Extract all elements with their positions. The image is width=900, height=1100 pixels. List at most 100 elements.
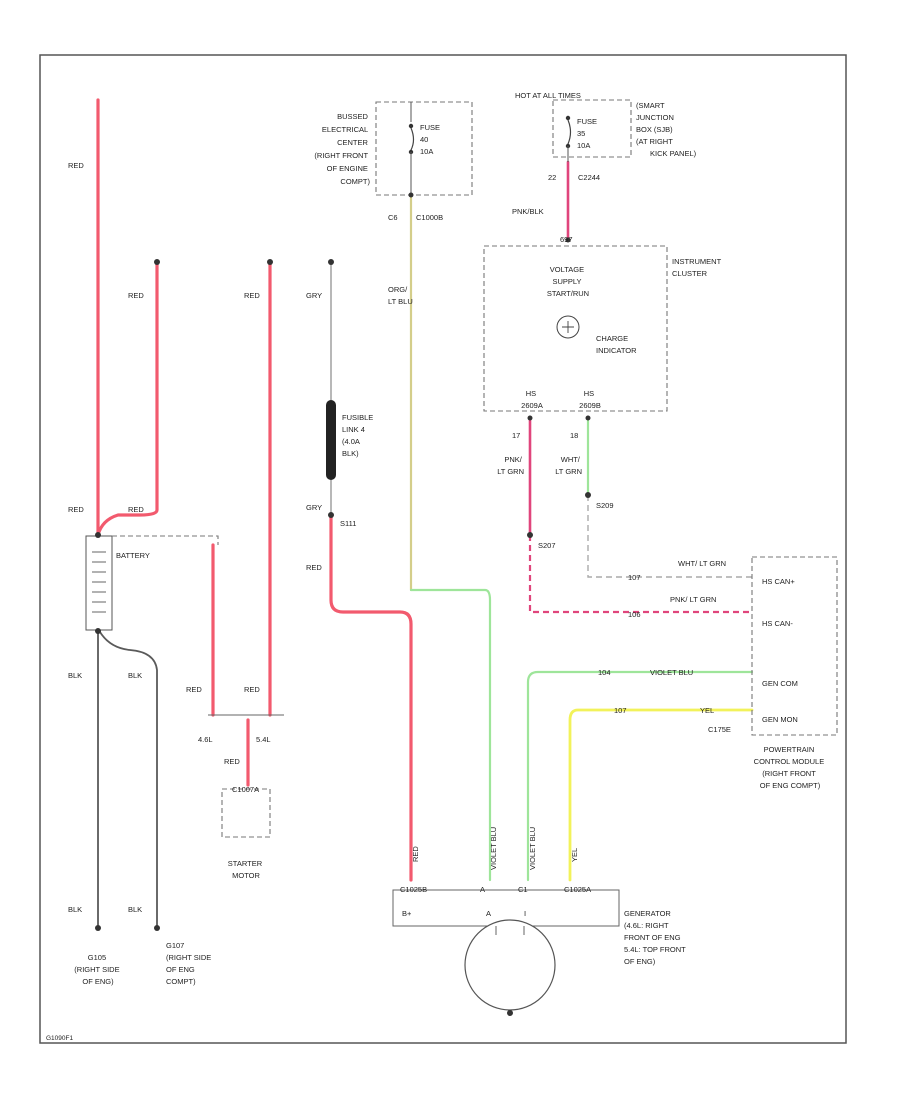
label-pin-18: 18 xyxy=(570,431,578,440)
label-blk-1: BLK xyxy=(68,671,82,680)
label-hs-can-plus: HS CAN+ xyxy=(762,577,795,586)
label-s209: S209 xyxy=(596,501,614,510)
label-pin-22: 22 xyxy=(548,173,556,182)
label-gry-2: GRY xyxy=(306,503,322,512)
label-wht-ltgrn-pcm: WHT/ LT GRN xyxy=(678,559,726,568)
label-blk-2: BLK xyxy=(128,671,142,680)
wire-red-battery-aux xyxy=(96,260,159,537)
fuse-35-term-top xyxy=(565,115,571,121)
smart-junction-box xyxy=(552,99,632,158)
label-pnk-blk: PNK/BLK xyxy=(512,207,544,216)
terminal-red-starter xyxy=(267,259,273,265)
label-gry-1: GRY xyxy=(306,291,322,300)
label-c2244: C2244 xyxy=(578,173,600,182)
label-pnk-ltgrn: PNK/ LT GRN xyxy=(497,455,524,476)
label-c6: C6 xyxy=(388,213,398,222)
label-violet-blu-pcm: VIOLET BLU xyxy=(650,668,693,677)
battery-body xyxy=(85,535,113,631)
fusible-link xyxy=(326,400,336,480)
splice-s209 xyxy=(585,492,591,498)
wire-violet-blu-gen-a xyxy=(409,588,492,882)
battery-cells xyxy=(92,551,106,613)
label-generator: GENERATOR (4.6L: RIGHT FRONT OF ENG 5.4L… xyxy=(624,909,688,966)
wire-red-generator-bplus xyxy=(329,513,413,882)
generator-ground xyxy=(507,1010,513,1016)
instrument-cluster-box xyxy=(483,245,668,412)
label-pin-107: 107 xyxy=(628,573,641,582)
label-gen-pin-a: A xyxy=(480,885,485,894)
ground-g105 xyxy=(95,925,101,931)
label-gen-mon: GEN MON xyxy=(762,715,798,724)
label-instrument-cluster: INSTRUMENT CLUSTER xyxy=(672,257,723,278)
label-red-3: RED xyxy=(244,291,260,300)
label-c175e: C175E xyxy=(708,725,731,734)
label-fusible-link: FUSIBLE LINK 4 (4.0A BLK) xyxy=(342,413,375,458)
label-c1000b: C1000B xyxy=(416,213,443,222)
label-g107: G107 (RIGHT SIDE OF ENG COMPT) xyxy=(166,941,213,986)
label-pin-17: 17 xyxy=(512,431,520,440)
label-pnk-ltgrn-pcm: PNK/ LT GRN xyxy=(670,595,716,604)
splice-s207 xyxy=(527,532,533,538)
label-gen-pin-c1: C1 xyxy=(518,885,528,894)
label-blk-4: BLK xyxy=(128,905,142,914)
generator-body xyxy=(464,919,556,1011)
battery-enclosure-dash xyxy=(112,535,219,545)
label-hs-2609b: HS 2609B xyxy=(579,389,601,410)
label-red-1: RED xyxy=(68,161,84,170)
label-red-6: RED xyxy=(306,563,322,572)
label-red-gen: RED xyxy=(411,846,420,862)
label-yel-gen: YEL xyxy=(570,848,579,862)
label-s207: S207 xyxy=(538,541,556,550)
label-gen-pin-c1025b: C1025B xyxy=(400,885,427,894)
label-gen-term-bplus: B+ xyxy=(402,909,412,918)
label-voltage-supply: VOLTAGE SUPPLY START/RUN xyxy=(547,265,589,298)
label-s111: S111 xyxy=(340,519,356,528)
wire-yel-gen-mon xyxy=(568,708,754,882)
connector-hs-2609a xyxy=(527,415,533,421)
connector-hs-2609b xyxy=(585,415,591,421)
terminal-red-aux xyxy=(154,259,160,265)
wire-blk-g107 xyxy=(99,631,158,926)
label-gen-term-a: A xyxy=(486,909,491,918)
label-red-5: RED xyxy=(128,505,144,514)
battery-positive-terminal xyxy=(95,532,101,538)
pcm-box xyxy=(751,556,838,736)
connector-c6 xyxy=(408,192,414,198)
label-c1007a: C1007A xyxy=(232,785,259,794)
label-pin-104: 104 xyxy=(598,668,611,677)
label-charge-indicator: CHARGE INDICATOR xyxy=(596,334,637,355)
label-pin-107b: 107 xyxy=(614,706,627,715)
label-smart-junction-box: (SMART JUNCTION BOX (SJB) (AT RIGHT KICK… xyxy=(636,101,697,158)
label-figure-id: G1090F1 xyxy=(46,1035,73,1042)
label-red-4: RED xyxy=(68,505,84,514)
label-engine-54: 5.4L xyxy=(256,735,271,744)
label-fuse-35: FUSE 35 10A xyxy=(577,117,599,150)
label-starter-motor: STARTER MOTOR xyxy=(228,859,264,880)
wire-wht-ltgrn-can xyxy=(587,495,752,578)
bussed-electrical-center xyxy=(375,101,473,196)
label-bussed-electrical-center: BUSSED ELECTRICAL CENTER (RIGHT FRONT OF… xyxy=(314,112,370,186)
label-red-8: RED xyxy=(244,685,260,694)
terminal-gry xyxy=(328,259,334,265)
label-blk-3: BLK xyxy=(68,905,82,914)
generator-mount xyxy=(495,926,525,935)
battery-negative-terminal xyxy=(95,628,101,634)
charge-indicator-symbol xyxy=(562,321,574,333)
splice-s111 xyxy=(328,512,334,518)
label-gen-com: GEN COM xyxy=(762,679,798,688)
fuse-40a-term-top xyxy=(408,123,414,129)
label-gen-term-i: I xyxy=(524,909,526,918)
label-g105: G105 (RIGHT SIDE OF ENG) xyxy=(74,953,121,986)
label-pcm: POWERTRAIN CONTROL MODULE (RIGHT FRONT O… xyxy=(754,745,827,790)
label-wht-ltgrn: WHT/ LT GRN xyxy=(555,455,582,476)
fuse-40a-element xyxy=(410,127,415,151)
connector-697 xyxy=(565,237,571,243)
ground-g107 xyxy=(154,925,160,931)
label-violet-blu-gen-com: VIOLET BLU xyxy=(528,827,537,870)
wire-pnk-ltgrn-can xyxy=(528,535,752,614)
label-violet-blu-gen-a: VIOLET BLU xyxy=(489,827,498,870)
starter-motor-box xyxy=(221,788,271,838)
label-hot-at-all-times: HOT AT ALL TIMES xyxy=(515,91,581,100)
